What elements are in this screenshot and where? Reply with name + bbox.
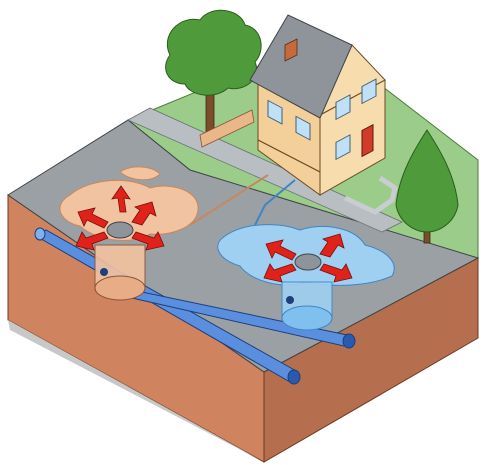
- sewer-inlet-hole: [100, 268, 108, 276]
- sewer-pipe-end: [288, 370, 300, 384]
- sewer-manhole-cover: [107, 222, 133, 238]
- storm-manhole-cover: [295, 254, 321, 270]
- sewer-manhole-bottom: [95, 276, 145, 300]
- sewer-pipe-start: [35, 228, 45, 240]
- storm-pipe-end: [343, 334, 355, 348]
- storm-inlet-hole: [286, 296, 294, 304]
- door-icon: [362, 125, 373, 157]
- storm-manhole-bottom: [282, 306, 332, 330]
